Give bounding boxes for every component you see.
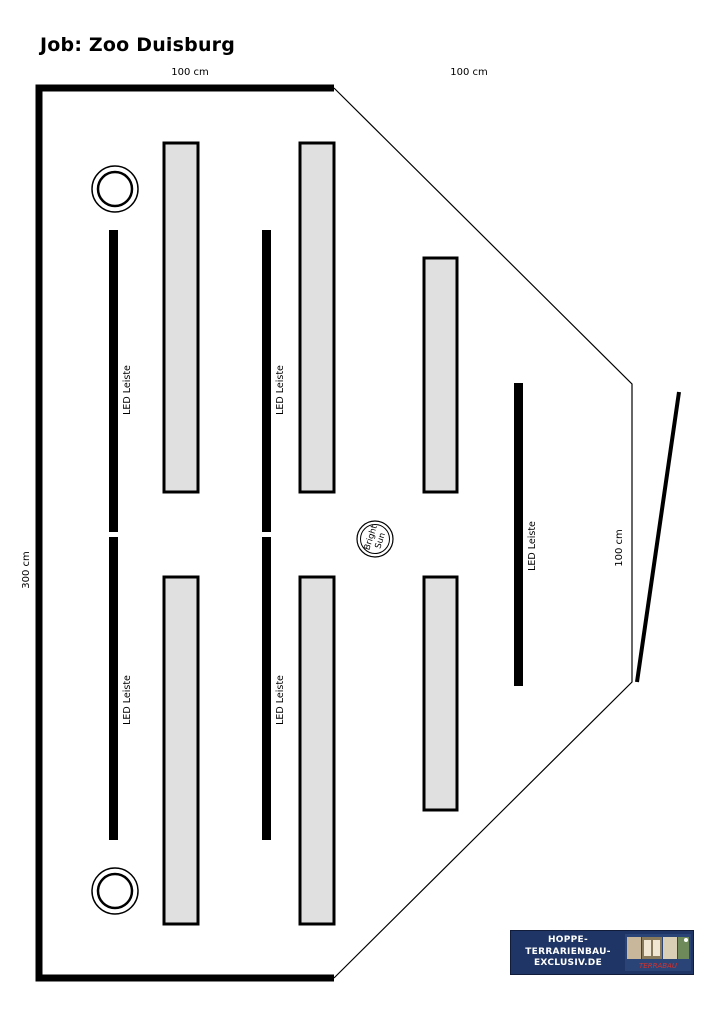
bright-sun-label-line2: Sun (373, 532, 388, 550)
panel (422, 575, 459, 812)
led-strip (514, 383, 523, 686)
dimension-top-left: 100 cm (171, 67, 209, 78)
angled-wall-outline (333, 87, 633, 979)
company-logo: HOPPE- TERRARIENBAU- EXCLUSIV.DE TERRABA… (510, 930, 694, 975)
dimension-right: 100 cm (614, 529, 625, 567)
led-strip (109, 230, 118, 532)
led-strip-label: LED Leiste (122, 675, 133, 725)
page-title: Job: Zoo Duisburg (40, 34, 236, 56)
panel (422, 256, 459, 494)
led-strip-label: LED Leiste (275, 365, 286, 415)
led-strip (262, 230, 271, 532)
led-strip (109, 537, 118, 840)
logo-text-line1: HOPPE- (547, 935, 589, 945)
led-strip-label: LED Leiste (275, 675, 286, 725)
lamp-fitting-top (91, 165, 139, 213)
dimension-left: 300 cm (21, 551, 32, 589)
led-strip (262, 537, 271, 840)
led-strip-label: LED Leiste (527, 521, 538, 571)
panel (298, 575, 336, 926)
logo-text: HOPPE- TERRARIENBAU- EXCLUSIV.DE (515, 935, 621, 970)
logo-text-line3: EXCLUSIV.DE (533, 958, 603, 968)
logo-text-line2: TERRARIENBAU- (525, 946, 611, 957)
side-glass-panel (635, 391, 681, 683)
bright-sun-lamp: Bright Sun (356, 520, 394, 558)
lamp-fitting-bottom (91, 867, 139, 915)
panel (298, 141, 336, 494)
led-strip-label: LED Leiste (122, 365, 133, 415)
main-wall (35, 84, 334, 982)
logo-badge: TERRABAU (639, 962, 677, 970)
logo-image: TERRABAU (625, 934, 691, 971)
dimension-top-right: 100 cm (450, 67, 488, 78)
panel (162, 575, 200, 926)
panel (162, 141, 200, 494)
